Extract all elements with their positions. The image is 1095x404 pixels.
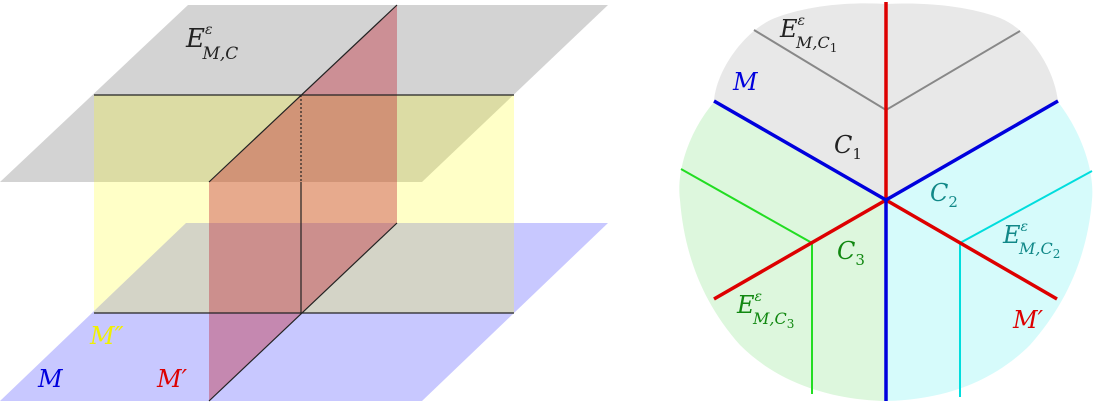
e-c1-label-index: 1 [830, 41, 838, 55]
e-c1-label-sub: M,C [795, 33, 830, 52]
top-plane-label-sup: ε [205, 22, 213, 38]
region-c2 [886, 102, 1093, 401]
e-c2-label-main: E [1002, 221, 1021, 249]
red-plane-label: M′ [156, 365, 188, 393]
m-lines [713, 99, 1059, 401]
blue-plane-m [0, 223, 608, 401]
box-edges [94, 4, 514, 402]
e-c2-label-sub: M,C [1018, 239, 1053, 258]
yellow-plane-label-prime: ″ [115, 322, 124, 350]
c1-label: C1 [834, 131, 862, 163]
m-prime-label: M′ [1012, 306, 1044, 334]
yellow-plane-label: M″ [89, 322, 124, 350]
gray-plane-e [0, 5, 608, 182]
c3-label: C3 [837, 237, 865, 269]
m-label: M [732, 68, 759, 96]
e-c1-label-main: E [779, 15, 798, 43]
e-c2-label-index: 2 [1053, 247, 1061, 261]
c2-label: C2 [930, 179, 958, 211]
e-c2-label-sup: ε [1021, 219, 1029, 235]
red-plane-m-prime [209, 5, 397, 401]
red-plane-label-main: M [156, 365, 183, 393]
c1-label-index: 1 [852, 145, 862, 163]
top-plane-label-sub: M,C [202, 44, 239, 64]
e-c3-label-sub: M,C [752, 309, 787, 328]
m-prime-label-main: M [1012, 306, 1039, 334]
top-plane-label-main: E [185, 24, 205, 54]
c3-label-main: C [837, 237, 855, 265]
c2-label-main: C [930, 179, 948, 207]
e-c3-label-main: E [736, 291, 755, 319]
m-prime-lines [713, 2, 1058, 301]
e-c3-label-sup: ε [755, 289, 763, 305]
red-plane-label-prime: ′ [182, 365, 188, 393]
region-c3 [679, 102, 886, 401]
e-c3-label-index: 3 [787, 317, 795, 331]
c2-label-index: 2 [948, 193, 958, 211]
blue-plane-label: M [37, 365, 64, 393]
yellow-plane-m-double-prime [94, 95, 514, 313]
c1-label-main: C [834, 131, 852, 159]
yellow-plane-label-main: M [89, 322, 116, 350]
m-prime-label-prime: ′ [1038, 306, 1044, 334]
c3-label-index: 3 [855, 251, 865, 269]
e-c1-label-sup: ε [798, 13, 806, 29]
